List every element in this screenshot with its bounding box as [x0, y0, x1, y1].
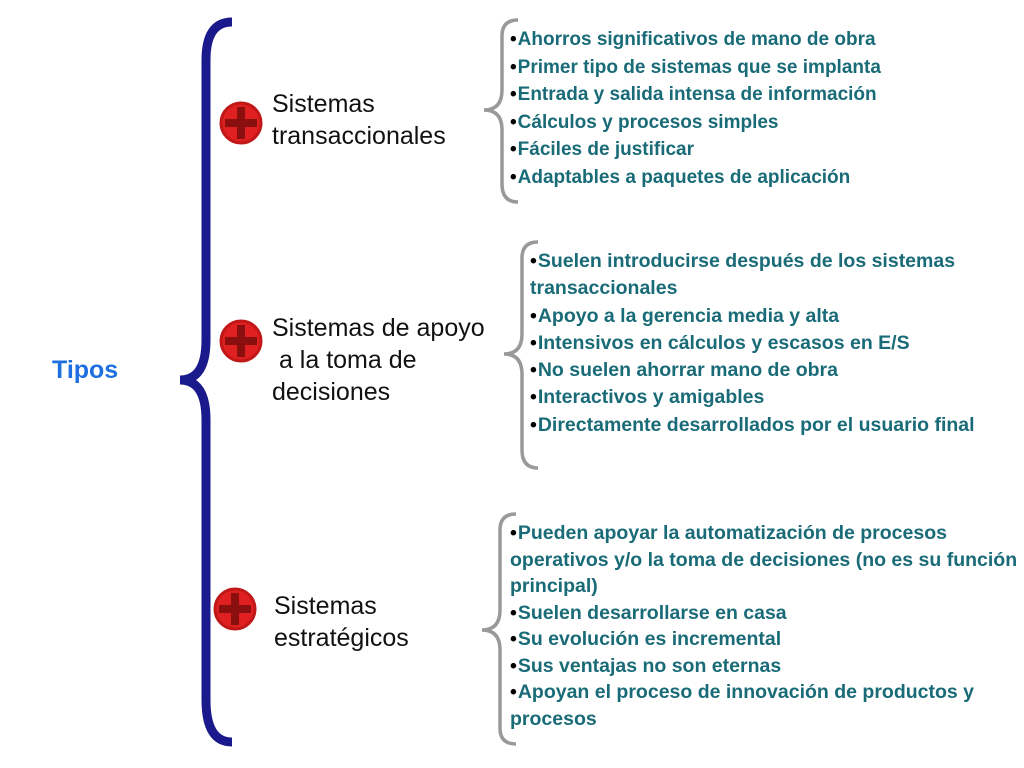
list-item: Fáciles de justificar	[510, 136, 990, 164]
red-cross-circle-icon	[219, 101, 263, 145]
red-cross-circle-icon	[219, 319, 263, 363]
category-title-transaccionales: Sistemas transaccionales	[272, 90, 446, 150]
list-item: Ahorros significativos de mano de obra	[510, 26, 990, 54]
list-item: Suelen desarrollarse en casa	[510, 600, 1022, 627]
list-item: Directamente desarrollados por el usuari…	[530, 412, 1010, 439]
list-item: Primer tipo de sistemas que se implanta	[510, 54, 990, 82]
red-cross-circle-icon	[213, 587, 257, 631]
list-item: Suelen introducirse después de los siste…	[530, 248, 1010, 303]
list-item: Sus ventajas no son eternas	[510, 653, 1022, 680]
list-item: Intensivos en cálculos y escasos en E/S	[530, 330, 1010, 357]
root-label: Tipos	[52, 356, 119, 384]
list-item: Interactivos y amigables	[530, 384, 1010, 411]
list-item: Entrada y salida intensa de información	[510, 81, 990, 109]
brace-transaccionales	[483, 18, 519, 204]
list-item: Su evolución es incremental	[510, 626, 1022, 653]
category-title-estrategicos: Sistemas estratégicos	[274, 592, 409, 652]
category-title-apoyo-decisiones: Sistemas de apoyo a la toma de decisione…	[272, 314, 485, 406]
list-item: Cálculos y procesos simples	[510, 109, 990, 137]
list-item: Apoyan el proceso de innovación de produ…	[510, 679, 1022, 732]
item-list-apoyo-decisiones: Suelen introducirse después de los siste…	[530, 248, 1010, 439]
list-item: Adaptables a paquetes de aplicación	[510, 164, 990, 192]
brace-estrategicos	[481, 512, 517, 746]
item-list-transaccionales: Ahorros significativos de mano de obra P…	[510, 26, 990, 192]
list-item: No suelen ahorrar mano de obra	[530, 357, 1010, 384]
list-item: Apoyo a la gerencia media y alta	[530, 303, 1010, 330]
item-list-estrategicos: Pueden apoyar la automatización de proce…	[510, 520, 1022, 732]
brace-apoyo-decisiones	[503, 240, 539, 470]
list-item: Pueden apoyar la automatización de proce…	[510, 520, 1022, 600]
